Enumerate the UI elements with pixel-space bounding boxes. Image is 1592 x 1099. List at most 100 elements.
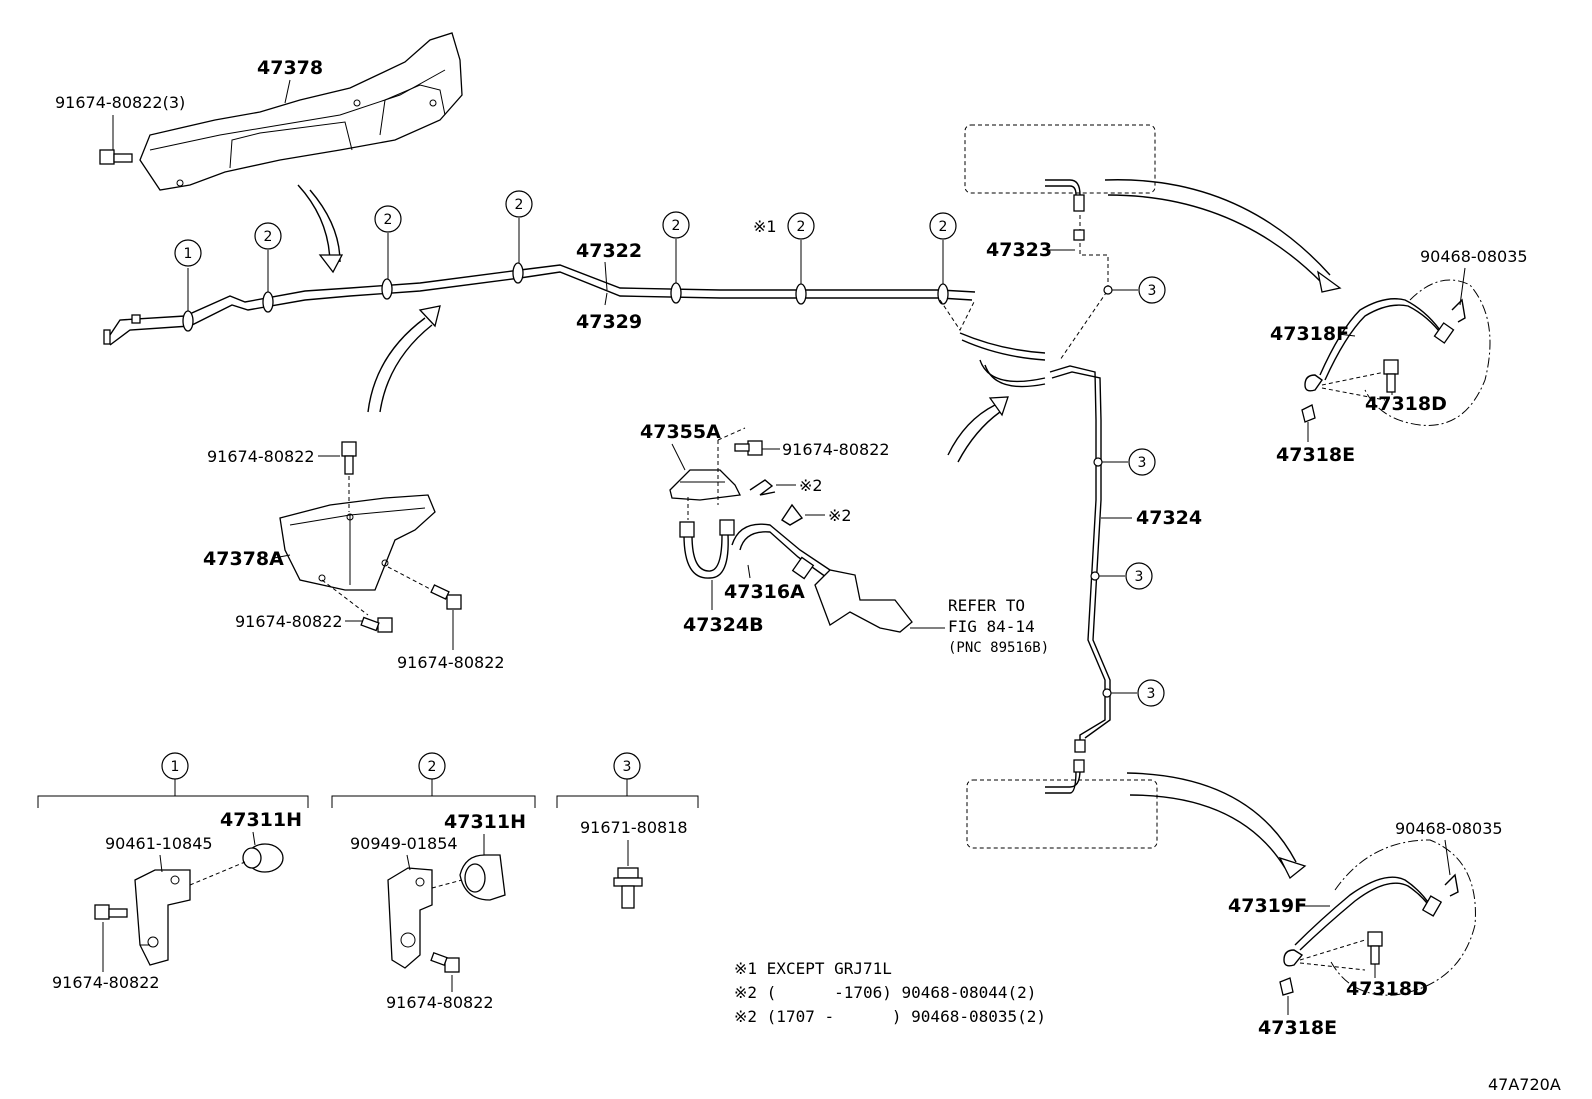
- detail-47319F[interactable]: [1279, 839, 1476, 996]
- arrow-lower-insulator-up-icon: [367, 305, 441, 413]
- svg-text:2: 2: [797, 219, 806, 235]
- svg-text:1: 1: [184, 246, 193, 262]
- label-91674-80822-c: 91674-80822: [397, 653, 505, 672]
- label-kit1-91674-80822: 91674-80822: [52, 973, 160, 992]
- svg-text:1: 1: [171, 759, 180, 775]
- arrow-insulator-down-icon: [297, 184, 344, 274]
- label-kit2-47311H: 47311H: [444, 811, 526, 833]
- svg-text:2: 2: [515, 197, 524, 213]
- marker-2-a[interactable]: 2: [254, 222, 282, 292]
- flexible-hoses[interactable]: [939, 299, 1046, 388]
- refer-line-3: (PNC 89516B): [948, 640, 1049, 656]
- hose-47324B[interactable]: [679, 519, 735, 579]
- note-1: ※1 EXCEPT GRJ71L: [734, 959, 892, 978]
- heat-insulator-47378A[interactable]: [279, 494, 436, 591]
- svg-text:2: 2: [428, 759, 437, 775]
- lower-detail-box: [966, 759, 1158, 849]
- tube-end-icon: [103, 314, 141, 345]
- label-91674-80822-b: 91674-80822: [235, 612, 343, 631]
- kit-1-bracket: 1: [37, 752, 309, 808]
- label-47318F: 47318F: [1270, 323, 1349, 345]
- label-47378A: 47378A: [203, 548, 284, 570]
- svg-text:3: 3: [623, 759, 632, 775]
- label-47329: 47329: [576, 311, 642, 333]
- spring-clip-b-icon[interactable]: [781, 503, 804, 526]
- note-2: ※2 ( -1706) 90468-08044(2): [734, 983, 1036, 1002]
- label-91674-80822-a: 91674-80822: [207, 447, 315, 466]
- marker-3-b[interactable]: 3: [1093, 448, 1156, 476]
- label-47318D-bottom: 47318D: [1346, 978, 1428, 1000]
- star2-marker-b: ※2: [828, 506, 852, 525]
- svg-text:3: 3: [1138, 455, 1147, 471]
- marker-1-main[interactable]: 1: [174, 239, 202, 311]
- label-90468-08035-bottom: 90468-08035: [1395, 819, 1503, 838]
- label-47378: 47378: [257, 57, 323, 79]
- bolt-icon[interactable]: [99, 149, 133, 165]
- kit-1-grommet[interactable]: [189, 843, 284, 886]
- label-47323: 47323: [986, 239, 1052, 261]
- detail-47318F[interactable]: [1301, 279, 1491, 426]
- marker-3-a[interactable]: 3: [1103, 276, 1166, 304]
- svg-text:3: 3: [1148, 283, 1157, 299]
- marker-2-c[interactable]: 2: [505, 190, 533, 263]
- svg-text:3: 3: [1135, 569, 1144, 585]
- marker-2-d[interactable]: 2: [662, 211, 690, 283]
- heat-insulator-47378[interactable]: [139, 32, 463, 191]
- arrow-to-hoses-icon: [947, 396, 1009, 463]
- star2-marker-a: ※2: [799, 476, 823, 495]
- kit-3-bolt[interactable]: [613, 867, 643, 909]
- refer-line-1: REFER TO: [948, 596, 1025, 615]
- kit-1-clip[interactable]: [134, 869, 191, 966]
- kit-2-grommet[interactable]: [431, 854, 506, 901]
- kit-1-bolt[interactable]: [94, 904, 128, 920]
- bolt-47378A-right[interactable]: [430, 584, 462, 610]
- label-47318D-top: 47318D: [1365, 393, 1447, 415]
- label-91674-80822-3: 91674-80822(3): [55, 93, 185, 112]
- figure-id: 47A720A: [1488, 1075, 1561, 1094]
- label-47318E-bottom: 47318E: [1258, 1017, 1337, 1039]
- svg-text:2: 2: [939, 219, 948, 235]
- marker-2-e[interactable]: 2: [787, 212, 815, 284]
- svg-text:2: 2: [384, 212, 393, 228]
- kit-2-clip[interactable]: [387, 867, 433, 969]
- label-kit2-90949-01854: 90949-01854: [350, 834, 458, 853]
- svg-text:2: 2: [672, 218, 681, 234]
- kit-2-bracket: 2: [331, 752, 536, 808]
- main-brake-tube-47322[interactable]: [109, 264, 976, 346]
- spring-clip-a-icon[interactable]: [749, 479, 776, 496]
- upper-detail-box: [964, 124, 1156, 196]
- svg-text:3: 3: [1147, 686, 1156, 702]
- tube-clamps[interactable]: [182, 262, 949, 332]
- bracket-47355A[interactable]: [669, 427, 746, 520]
- bolt-47378A-top[interactable]: [341, 441, 357, 475]
- label-47324B: 47324B: [683, 614, 764, 636]
- marker-3-c[interactable]: 3: [1090, 562, 1153, 590]
- refer-line-2: FIG 84-14: [948, 617, 1035, 636]
- label-kit3-91671-80818: 91671-80818: [580, 818, 688, 837]
- clip-bolt-center[interactable]: [734, 440, 763, 456]
- star1-marker: ※1: [753, 217, 777, 236]
- label-47318E-top: 47318E: [1276, 444, 1355, 466]
- tube-47324[interactable]: [1049, 365, 1111, 753]
- label-47322: 47322: [576, 240, 642, 262]
- label-kit2-91674-80822: 91674-80822: [386, 993, 494, 1012]
- marker-2-b[interactable]: 2: [374, 205, 402, 279]
- bracket-refer-fig[interactable]: [814, 569, 913, 633]
- hose-47316A[interactable]: [731, 523, 831, 580]
- kit-2-bolt[interactable]: [430, 952, 460, 973]
- marker-2-f[interactable]: 2: [929, 212, 957, 284]
- arrow-to-bottom-right-icon: [1126, 772, 1307, 880]
- label-47324: 47324: [1136, 507, 1202, 529]
- label-kit1-90461-10845: 90461-10845: [105, 834, 213, 853]
- note-3: ※2 (1707 - ) 90468-08035(2): [734, 1007, 1046, 1026]
- bolt-47378A-left[interactable]: [360, 616, 393, 633]
- label-kit1-47311H: 47311H: [220, 809, 302, 831]
- label-47319F: 47319F: [1228, 895, 1307, 917]
- label-91674-80822-clip: 91674-80822: [782, 440, 890, 459]
- tube-47323[interactable]: [1059, 194, 1109, 361]
- marker-3-d[interactable]: 3: [1102, 679, 1165, 707]
- kit-3-bracket: 3: [556, 752, 699, 808]
- svg-text:2: 2: [264, 229, 273, 245]
